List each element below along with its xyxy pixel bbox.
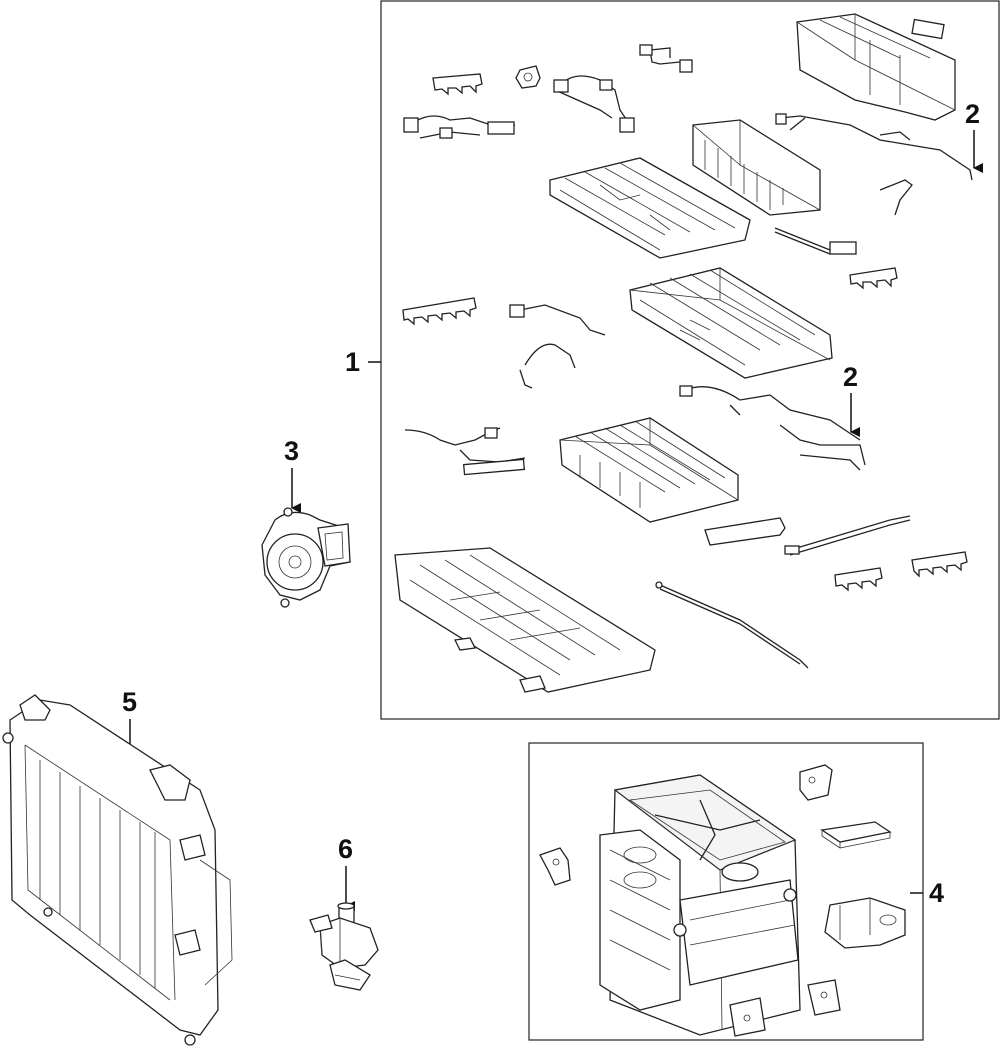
bus-bar-clip-2 bbox=[849, 267, 898, 290]
callout-6-label: 6 bbox=[338, 834, 353, 864]
bus-bar-clip-5 bbox=[834, 567, 883, 592]
wire-harness-c bbox=[403, 115, 516, 139]
wire-sensor-top bbox=[775, 113, 973, 181]
battery-tray-upper bbox=[549, 157, 751, 259]
battery-tray-lower bbox=[394, 547, 656, 693]
battery-ecu-module bbox=[796, 13, 956, 121]
wire-harness-d bbox=[509, 304, 606, 389]
inverter-assembly bbox=[599, 774, 801, 1036]
callout-5-label: 5 bbox=[122, 687, 137, 717]
inverter-bracket-b bbox=[539, 847, 571, 886]
inverter-assembly-box bbox=[528, 742, 924, 1041]
battery-stack-lower bbox=[559, 417, 739, 523]
inverter-bracket-a bbox=[799, 764, 833, 801]
radiator-assembly bbox=[2, 694, 233, 1046]
battery-assembly-box bbox=[380, 0, 1000, 720]
callout-2-top[interactable]: 2 bbox=[965, 99, 983, 173]
wire-harness-a bbox=[639, 44, 693, 73]
callout-6[interactable]: 6 bbox=[338, 834, 355, 911]
callout-1[interactable]: 1 bbox=[345, 347, 381, 377]
wire-harness-b bbox=[553, 75, 635, 133]
grommet bbox=[515, 65, 541, 89]
bus-bar-lower-a bbox=[704, 517, 786, 546]
bus-bar-clip-1 bbox=[432, 73, 483, 96]
bracket-small bbox=[879, 179, 913, 216]
callout-4-label: 4 bbox=[929, 878, 944, 908]
callout-1-label: 1 bbox=[345, 347, 360, 377]
callout-2-mid-label: 2 bbox=[843, 362, 858, 392]
bus-bar-lower-b bbox=[784, 515, 911, 556]
inverter-bracket-d bbox=[729, 997, 766, 1037]
wire-harness-e bbox=[679, 385, 866, 471]
callout-3[interactable]: 3 bbox=[284, 436, 301, 513]
callout-2-mid[interactable]: 2 bbox=[843, 362, 860, 437]
callout-3-label: 3 bbox=[284, 436, 299, 466]
sensor-rod bbox=[774, 227, 857, 255]
wire-harness-f bbox=[404, 427, 526, 476]
inverter-cover-plate bbox=[820, 821, 892, 849]
long-sensor-rod bbox=[655, 581, 809, 669]
bus-bar-clip-4 bbox=[911, 551, 968, 578]
blower-fan-assembly bbox=[261, 507, 351, 608]
battery-stack-middle bbox=[629, 267, 833, 379]
callout-4[interactable]: 4 bbox=[910, 878, 944, 908]
bus-bar-clip-3 bbox=[402, 297, 477, 326]
inverter-bracket-c bbox=[807, 979, 841, 1016]
battery-stack-top bbox=[692, 119, 821, 216]
callout-2-top-label: 2 bbox=[965, 99, 980, 129]
inverter-mount bbox=[824, 897, 906, 949]
electric-water-pump bbox=[309, 902, 379, 991]
